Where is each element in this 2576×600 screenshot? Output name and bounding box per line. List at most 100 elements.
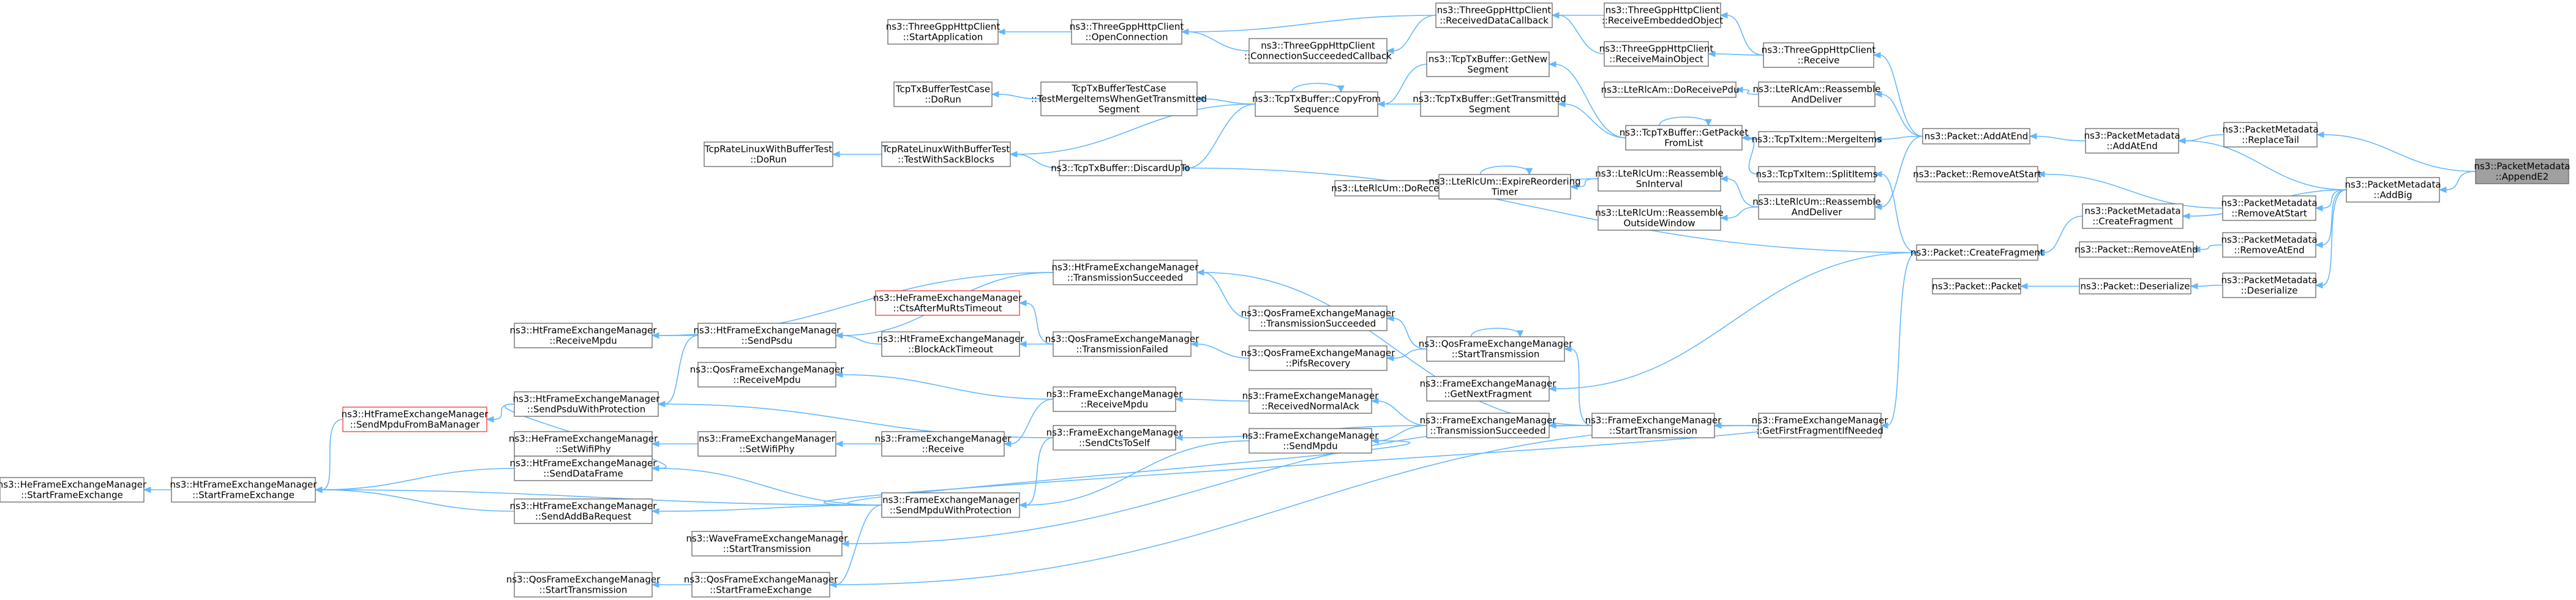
function-node[interactable]: ns3::QosFrameExchangeManager::Transmissi… [1241, 306, 1395, 331]
function-node[interactable]: ns3::FrameExchangeManager::SetWifiPhy [697, 431, 836, 457]
function-node[interactable]: ns3::ThreeGppHttpClient::ReceivedDataCal… [1435, 2, 1553, 28]
function-node[interactable]: ns3::PacketMetadata::RemoveAtEnd [2221, 232, 2318, 258]
function-node[interactable]: ns3::Packet::AddAtEnd [1922, 128, 2030, 144]
function-node[interactable]: ns3::QosFrameExchangeManager::StartTrans… [1419, 336, 1573, 362]
function-node[interactable]: ns3::HeFrameExchangeManager::CtsAfterMuR… [873, 290, 1023, 316]
node-label: ::AddBig [2373, 190, 2412, 201]
function-node[interactable]: ns3::HtFrameExchangeManager::SendAddBaRe… [510, 498, 658, 524]
function-node[interactable]: ns3::HeFrameExchangeManager::StartFrameE… [0, 477, 147, 503]
node-label: ns3::LteRlcUm::Reassemble [1595, 208, 1724, 219]
function-node[interactable]: ns3::ThreeGppHttpClient::StartApplicatio… [886, 19, 1001, 45]
node-label: ns3::ThreeGppHttpClient [1437, 5, 1552, 16]
node-label: ns3::Packet::AddAtEnd [1924, 131, 2029, 142]
edge-arrowhead [2182, 212, 2190, 220]
function-node[interactable]: ns3::HtFrameExchangeManager::SendMpduFro… [342, 407, 489, 432]
function-node[interactable]: ns3::FrameExchangeManager::SendCtsToSelf [1046, 425, 1184, 451]
function-node[interactable]: ns3::FrameExchangeManager::Receive [875, 431, 1012, 457]
function-node[interactable]: ns3::FrameExchangeManager::SendMpduWithP… [881, 492, 1020, 518]
function-node[interactable]: ns3::WaveFrameExchangeManager::StartTran… [686, 531, 849, 557]
node-box [342, 407, 487, 432]
function-node[interactable]: ns3::HtFrameExchangeManager::SendPsduWit… [513, 391, 661, 417]
root-function-node[interactable]: ns3::PacketMetadata::AppendE2 [2474, 159, 2570, 184]
edge-arrowhead [1713, 422, 1722, 429]
function-node[interactable]: ns3::HeFrameExchangeManager::SetWifiPhy [509, 431, 658, 457]
node-label: ns3::FrameExchangeManager [699, 433, 836, 444]
call-edge [651, 581, 692, 588]
call-edge [832, 151, 882, 158]
function-node[interactable]: ns3::PacketMetadata::CreateFragment [2082, 203, 2184, 229]
function-node[interactable]: TcpTxBufferTestCase::TestMergeItemsWhenG… [1031, 81, 1207, 116]
node-box [1053, 260, 1198, 285]
function-node[interactable]: ns3::QosFrameExchangeManager::StartTrans… [506, 572, 661, 598]
call-edge [835, 332, 882, 345]
function-node[interactable]: ns3::QosFrameExchangeManager::StartFrame… [684, 572, 838, 598]
function-node[interactable]: ns3::TcpTxBuffer::DiscardUpTo [1051, 160, 1190, 176]
function-node[interactable]: ns3::FrameExchangeManager::ReceivedNorma… [1242, 388, 1380, 414]
function-node[interactable]: ns3::PacketMetadata::RemoveAtStart [2221, 195, 2318, 221]
node-label: ::ReceiveMainObject [1609, 54, 1703, 65]
function-node[interactable]: ns3::PacketMetadata::AddAtEnd [2084, 128, 2180, 154]
function-node[interactable]: ns3::HtFrameExchangeManager::ReceiveMpdu [510, 323, 658, 348]
edge-arrowhead [1018, 340, 1027, 348]
function-node[interactable]: ns3::ThreeGppHttpClient::ConnectionSucce… [1244, 38, 1392, 64]
node-box [1598, 166, 1721, 192]
function-node[interactable]: ns3::HtFrameExchangeManager::StartFrameE… [170, 477, 318, 503]
function-node[interactable]: ns3::ThreeGppHttpClient::ReceiveEmbedded… [1602, 2, 1723, 28]
function-node[interactable]: TcpRateLinuxWithBufferTest::DoRun [704, 141, 833, 167]
function-node[interactable]: ns3::HtFrameExchangeManager::SendDataFra… [510, 456, 658, 481]
function-node[interactable]: ns3::PacketMetadata::Deserialize [2221, 272, 2318, 298]
function-node[interactable]: ns3::Packet::RemoveAtEnd [2075, 241, 2198, 258]
function-node[interactable]: ns3::ThreeGppHttpClient::ReceiveMainObje… [1599, 41, 1714, 67]
function-node[interactable]: ns3::FrameExchangeManager::GetNextFragme… [1420, 376, 1557, 402]
node-label: ns3::LteRlcAm::Reassemble [1753, 84, 1881, 95]
call-edge [1018, 299, 1054, 345]
node-box [514, 572, 653, 598]
call-edge [486, 403, 515, 423]
function-node[interactable]: ns3::FrameExchangeManager::SendMpdu [1242, 428, 1380, 454]
call-edge [1880, 252, 1917, 429]
function-node[interactable]: ns3::ThreeGppHttpClient::OpenConnection [1070, 19, 1184, 45]
function-node[interactable]: ns3::FrameExchangeManager::ReceiveMpdu [1046, 386, 1184, 412]
function-node[interactable]: TcpRateLinuxWithBufferTest::TestWithSack… [881, 141, 1011, 167]
function-node[interactable]: ns3::FrameExchangeManager::TransmissionS… [1420, 413, 1557, 438]
function-node[interactable]: ns3::TcpTxItem::MergeItems [1752, 131, 1882, 148]
call-edge [2315, 189, 2347, 249]
node-box [1591, 413, 1715, 438]
function-node[interactable]: ns3::QosFrameExchangeManager::Transmissi… [1045, 331, 1200, 357]
edge-arrowhead [835, 440, 843, 448]
function-node[interactable]: ns3::LteRlcAm::DoReceivePdu [1601, 81, 1740, 98]
function-node[interactable]: ns3::Packet::Deserialize [2079, 278, 2191, 294]
function-node[interactable]: ns3::Packet::CreateFragment [1910, 244, 2044, 261]
function-node[interactable]: ns3::Packet::RemoveAtStart [1913, 166, 2041, 182]
function-node[interactable]: TcpTxBufferTestCase::DoRun [893, 81, 993, 107]
node-box [1625, 125, 1743, 151]
function-node[interactable]: ns3::HtFrameExchangeManager::SendPsdu [694, 323, 841, 348]
function-node[interactable]: ns3::HtFrameExchangeManager::Transmissio… [1052, 260, 1200, 285]
function-node[interactable]: ns3::TcpTxItem::SplitItems [1756, 166, 1878, 182]
node-label: SnInterval [1636, 179, 1683, 190]
node-box [1249, 428, 1372, 454]
function-node[interactable]: ns3::Packet::Packet [1932, 278, 2021, 294]
function-node[interactable]: ns3::FrameExchangeManager::StartTransmis… [1585, 413, 1722, 438]
function-node[interactable]: ns3::HtFrameExchangeManager::BlockAckTim… [877, 331, 1025, 357]
node-label: ::ReceivedNormalAck [1261, 401, 1359, 412]
function-node[interactable]: ns3::PacketMetadata::AddBig [2345, 177, 2441, 203]
function-node[interactable]: ns3::ThreeGppHttpClient::Receive [1762, 42, 1876, 68]
function-node[interactable]: ns3::FrameExchangeManager::GetFirstFragm… [1752, 413, 1889, 438]
function-node[interactable]: ns3::QosFrameExchangeManager::ReceiveMpd… [690, 362, 844, 388]
node-label: ::TransmissionSucceeded [1430, 426, 1545, 437]
call-edge [1003, 399, 1054, 448]
node-label: ::StartApplication [903, 32, 983, 43]
function-node[interactable]: ns3::PacketMetadata::ReplaceTail [2222, 122, 2319, 148]
function-node[interactable]: ns3::QosFrameExchangeManager::PifsRecove… [1241, 345, 1395, 371]
